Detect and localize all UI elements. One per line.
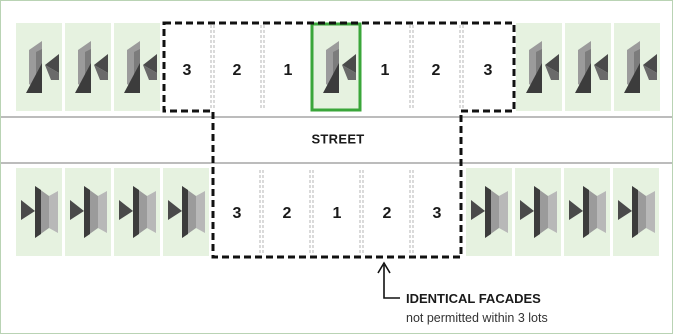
lot-distance-label: 3 xyxy=(233,205,242,222)
lot-distance-label: 2 xyxy=(383,205,392,222)
street-label: STREET xyxy=(311,131,364,146)
lot-distance-label: 2 xyxy=(432,62,441,79)
lot-dividers xyxy=(259,170,414,254)
bottom-row: 3 2 1 2 3 xyxy=(16,168,659,256)
lot-distance-label: 1 xyxy=(333,205,342,222)
note-subtitle: not permitted within 3 lots xyxy=(406,311,548,325)
lot-distance-label: 1 xyxy=(284,62,293,79)
lot-distance-label: 3 xyxy=(433,205,442,222)
note-title: IDENTICAL FACADES xyxy=(406,291,541,306)
top-row: 3 2 1 1 2 3 xyxy=(16,22,660,112)
arrow-up-icon xyxy=(377,261,391,274)
lot-distance-label: 1 xyxy=(381,62,390,79)
three-lot-boundary xyxy=(162,21,516,259)
note-callout: IDENTICAL FACADES not permitted within 3… xyxy=(377,261,548,325)
lot-distance-label: 3 xyxy=(484,62,493,79)
lot-dividers xyxy=(210,25,464,109)
lot-distance-label: 2 xyxy=(283,205,292,222)
lot-distance-label: 2 xyxy=(233,62,242,79)
callout-arrow-line xyxy=(383,265,400,299)
comparison-zone xyxy=(213,168,461,256)
lot-distance-label: 3 xyxy=(183,62,192,79)
street: STREET xyxy=(1,116,672,164)
